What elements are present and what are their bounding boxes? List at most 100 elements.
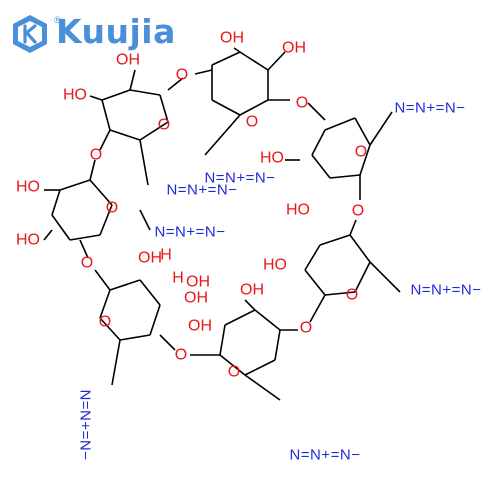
ring-oxygen-label: O bbox=[300, 320, 312, 337]
kuujia-logo-icon bbox=[13, 15, 47, 53]
ring-bond bbox=[101, 99, 111, 131]
ring-oxygen-label: O bbox=[346, 287, 358, 304]
ring-bond bbox=[119, 334, 151, 341]
ring-bond bbox=[99, 204, 113, 236]
azide-group: N=N+=N− bbox=[410, 282, 481, 299]
hydroxyl-label: OH bbox=[186, 274, 210, 291]
ring-bond bbox=[304, 269, 326, 296]
ring-bond bbox=[254, 309, 281, 331]
hydroxyl-label: HO bbox=[63, 87, 87, 104]
partial-h-label: H bbox=[160, 247, 172, 264]
ring-bond bbox=[239, 99, 269, 116]
hydroxyl-label: HO bbox=[16, 179, 40, 196]
glycosidic-bond bbox=[349, 219, 357, 236]
hydroxyl-label: OH bbox=[220, 30, 244, 47]
azide-group: N=N+=N− bbox=[166, 182, 237, 199]
azide-label: N=N+=N− bbox=[166, 182, 237, 199]
ring-bond bbox=[159, 94, 169, 123]
ring-bond bbox=[99, 289, 111, 319]
ring-oxygen-label: O bbox=[176, 67, 188, 84]
ring-oxygen-label: O bbox=[246, 114, 258, 131]
ring-bond bbox=[329, 174, 361, 179]
ring-bond bbox=[99, 317, 121, 341]
ring-oxygen-label: O bbox=[106, 200, 118, 217]
ch2-bond bbox=[139, 139, 149, 186]
ring-bond bbox=[354, 117, 371, 146]
ring-oxygen-label: O bbox=[352, 203, 364, 220]
ring-bond bbox=[59, 179, 91, 191]
ch2-bond bbox=[139, 209, 151, 231]
hydroxyl-label: OH bbox=[138, 250, 162, 267]
ring-bond bbox=[219, 324, 226, 356]
ch2-bond bbox=[369, 261, 401, 293]
hydroxyl-label: OH bbox=[240, 282, 264, 299]
hydroxyl-label: HO bbox=[260, 150, 284, 167]
oh-bond bbox=[244, 299, 256, 311]
oh-bond bbox=[43, 229, 53, 241]
ring-bond bbox=[349, 234, 371, 263]
oh-bond bbox=[233, 47, 241, 53]
ring-oxygen-label: O bbox=[99, 314, 111, 331]
glycosidic-bond bbox=[159, 334, 176, 351]
kuujia-logo: ® Kuujia bbox=[10, 10, 175, 56]
ch2-bond bbox=[244, 374, 281, 401]
brand-name: Kuujia bbox=[56, 12, 176, 51]
oh-bond bbox=[129, 69, 136, 91]
azide-label: N=N+=N− bbox=[204, 170, 275, 187]
glycosidic-bond bbox=[94, 269, 111, 291]
ring-bond bbox=[239, 51, 269, 71]
azide-group: N=N+=N− bbox=[77, 389, 94, 460]
ring-bond bbox=[244, 359, 276, 376]
azide-label: N=N+=N− bbox=[410, 282, 481, 299]
ring-bond bbox=[311, 154, 331, 179]
ring-oxygen-label: O bbox=[158, 117, 170, 134]
hydroxyl-label: HO bbox=[263, 257, 287, 274]
ring-oxygen-label: O bbox=[296, 95, 308, 112]
ring-bond bbox=[69, 234, 101, 241]
azide-group: N=N+=N− bbox=[289, 447, 360, 464]
bond-lines bbox=[43, 47, 401, 401]
partial-h-label: H bbox=[172, 270, 184, 287]
azide-label: N=N+=N− bbox=[154, 224, 225, 241]
ring-bond bbox=[109, 279, 141, 291]
ring-bond bbox=[109, 129, 141, 141]
ring-bond bbox=[304, 244, 321, 271]
ring-bond bbox=[319, 234, 351, 246]
glycosidic-bond bbox=[167, 77, 184, 91]
ch2-bond bbox=[111, 339, 121, 386]
azide-label: N=N+=N− bbox=[394, 100, 465, 117]
ring-bond bbox=[51, 189, 61, 216]
ring-bond bbox=[311, 129, 326, 156]
ring-oxygen-label: O bbox=[90, 147, 102, 164]
ring-oxygen-label: O bbox=[355, 144, 367, 161]
glycosidic-bond bbox=[194, 69, 213, 75]
ring-oxygen-label: O bbox=[175, 347, 187, 364]
ring-bond bbox=[101, 89, 131, 101]
ring-bond bbox=[324, 117, 356, 131]
ch2-bond bbox=[369, 111, 393, 146]
azide-group: N=N+=N− bbox=[204, 170, 275, 187]
ring-bond bbox=[89, 179, 113, 206]
oh-bond bbox=[89, 95, 103, 101]
hydroxyl-label: OH bbox=[282, 40, 306, 57]
oh-bond bbox=[267, 51, 286, 71]
azide-group: N=N+=N− bbox=[394, 100, 465, 117]
hydroxyl-label: HO bbox=[286, 202, 310, 219]
hydroxyl-label: OH bbox=[116, 52, 140, 69]
azide-label: N=N+=N− bbox=[77, 389, 94, 460]
azide-label: N=N+=N− bbox=[289, 447, 360, 464]
ring-bond bbox=[274, 329, 281, 361]
registered-mark: ® bbox=[54, 15, 61, 25]
glycosidic-bond bbox=[89, 159, 96, 181]
ring-bond bbox=[224, 309, 256, 326]
ring-bond bbox=[219, 354, 246, 376]
ring-bond bbox=[211, 99, 241, 116]
ring-bond bbox=[359, 144, 371, 176]
hydroxyl-label: OH bbox=[188, 318, 212, 335]
ring-bond bbox=[211, 51, 241, 66]
glycosidic-bond bbox=[307, 102, 326, 121]
ch2-bond bbox=[204, 114, 241, 156]
hydroxyl-label: OH bbox=[184, 290, 208, 307]
